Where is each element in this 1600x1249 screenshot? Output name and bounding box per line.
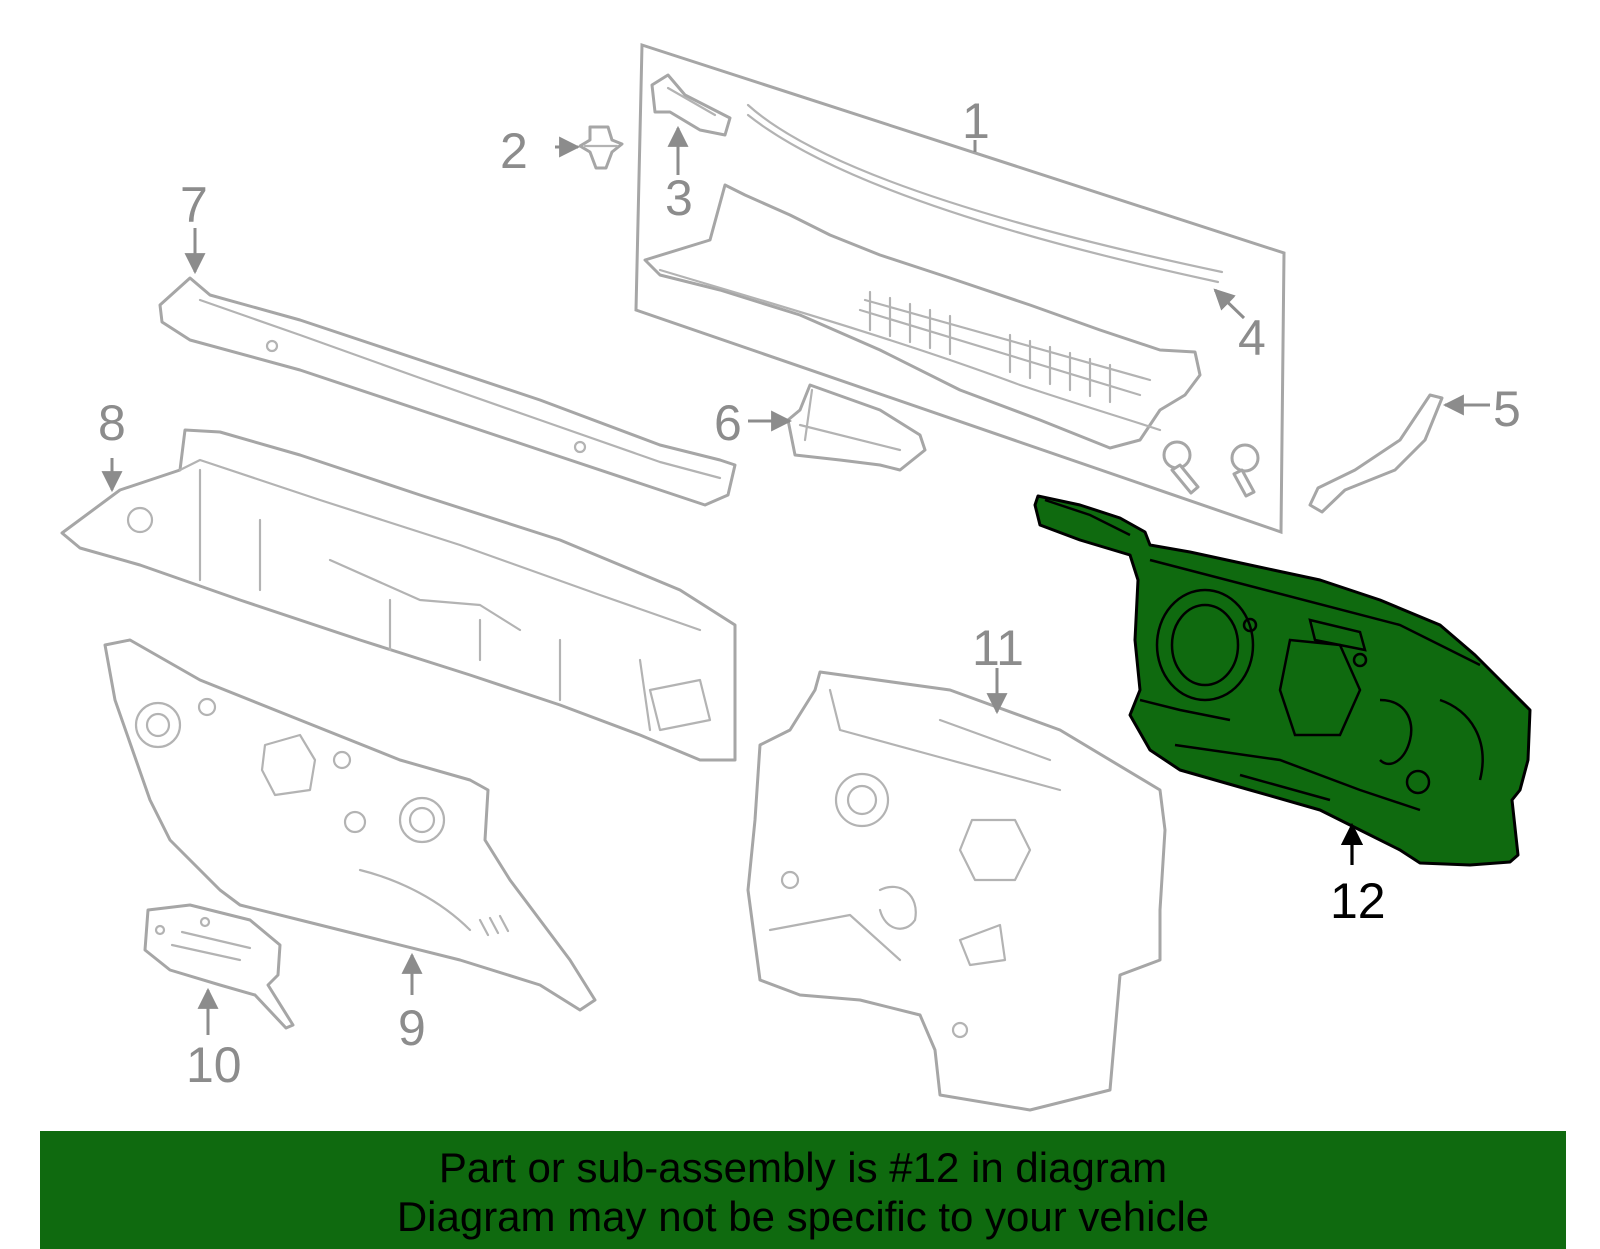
callout-labels: 1 2 3 4 5 6 7 8 9 10 11 12 (98, 93, 1521, 1093)
banner-line-1: Part or sub-assembly is #12 in diagram (438, 1144, 1168, 1191)
callout-4: 4 (1238, 310, 1266, 366)
part-12-dash-silencer-highlighted[interactable] (1033, 494, 1532, 867)
screw-1 (1162, 440, 1200, 495)
callout-11: 11 (972, 620, 1024, 676)
part-3-bracket[interactable] (650, 73, 732, 137)
part-2-clip[interactable] (578, 125, 624, 170)
info-banner: Part or sub-assembly is #12 in diagram D… (40, 1131, 1566, 1249)
callout-12: 12 (1330, 873, 1386, 929)
callout-5: 5 (1493, 381, 1521, 437)
callout-2: 2 (500, 123, 528, 179)
part-9-dash-insulator[interactable] (103, 638, 597, 1012)
callout-7: 7 (180, 177, 208, 233)
part-5-side-bracket[interactable] (1308, 393, 1444, 514)
callout-8: 8 (98, 395, 126, 451)
part-8-dash-frame[interactable] (60, 428, 737, 762)
callout-10: 10 (186, 1037, 242, 1093)
part-1-weatherstrip (746, 103, 1224, 284)
callout-1: 1 (962, 93, 990, 149)
part-1-cowl-top-group[interactable] (634, 42, 1286, 535)
part-1-cowl-edge (658, 268, 1162, 432)
arrow-4 (1213, 288, 1246, 320)
part-11-bulkhead[interactable] (746, 670, 1167, 1112)
part-10-small-bracket[interactable] (143, 903, 295, 1030)
part-6-trim[interactable] (786, 383, 927, 472)
leader-arrows (101, 125, 1490, 1035)
banner-line-2: Diagram may not be specific to your vehi… (396, 1193, 1210, 1240)
callout-3: 3 (665, 170, 693, 226)
callout-9: 9 (398, 1000, 426, 1056)
part-1-cowl-grille (858, 290, 1152, 404)
screw-2 (1230, 443, 1260, 498)
callout-6: 6 (714, 395, 742, 451)
part-1-group-frame (634, 42, 1286, 535)
part-7-cowl-brace[interactable] (158, 276, 737, 507)
